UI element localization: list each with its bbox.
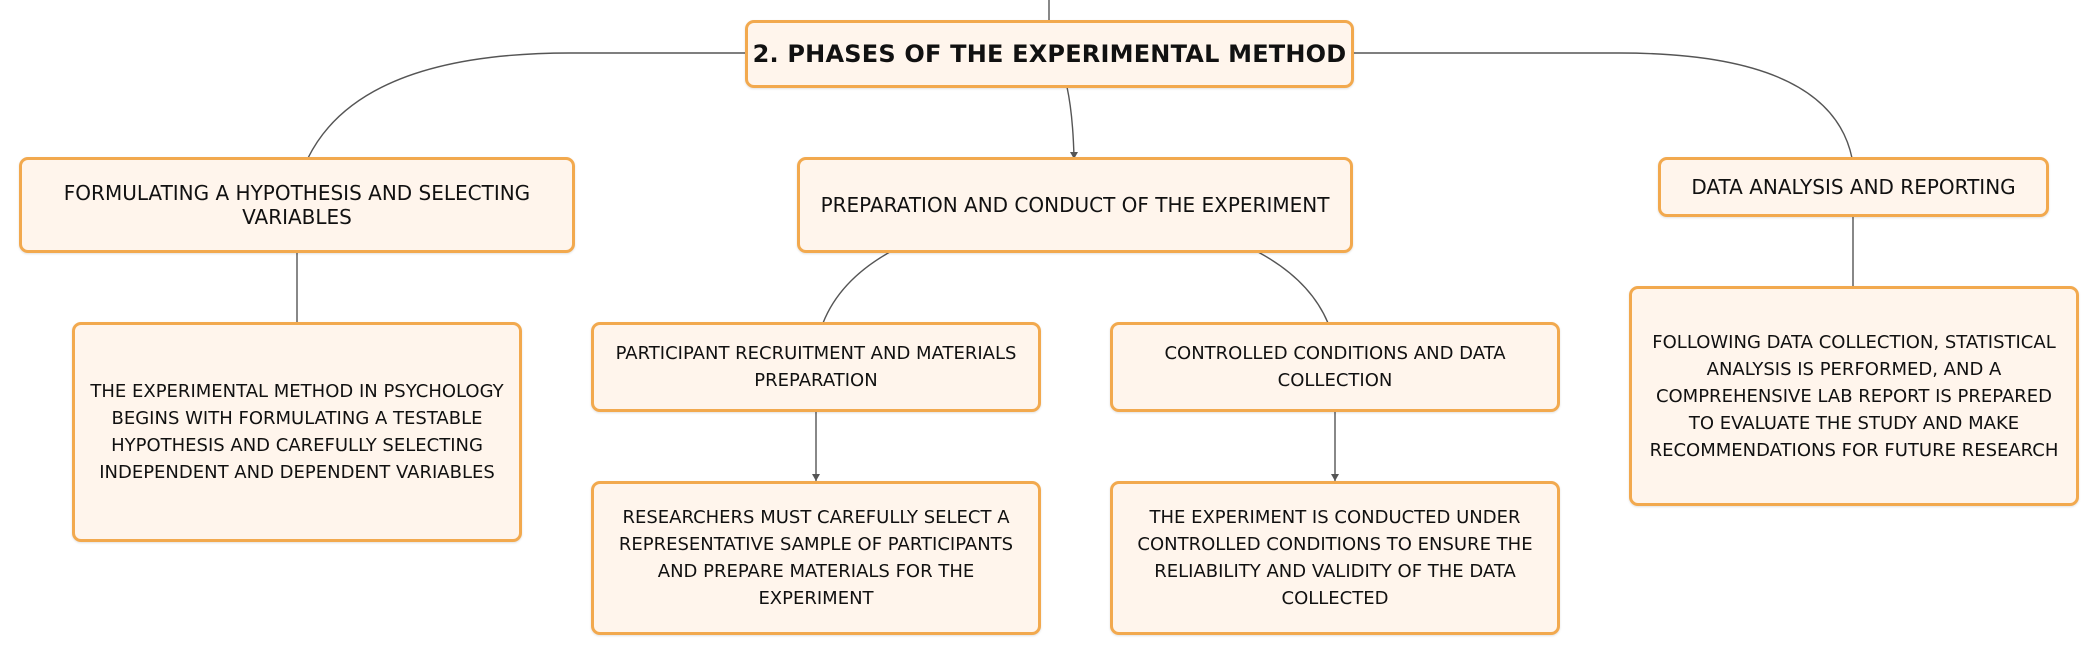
connector-root-phase2: [1066, 86, 1075, 159]
connector-root-phase3: [1353, 52, 1853, 159]
arrowhead-sub1-desc: [812, 474, 820, 481]
arrowhead-phase2: [1070, 152, 1078, 159]
phase-label: DATA ANALYSIS AND REPORTING: [1691, 175, 2016, 199]
subtopic-node-recruitment[interactable]: PARTICIPANT RECRUITMENT AND MATERIALS PR…: [591, 322, 1041, 412]
root-topic-label: 2. PHASES OF THE EXPERIMENTAL METHOD: [752, 40, 1347, 68]
arrowhead-sub2-desc: [1331, 474, 1339, 481]
description-text: RESEARCHERS MUST CAREFULLY SELECT A REPR…: [618, 507, 1014, 609]
subtopic-label: CONTROLLED CONDITIONS AND DATA COLLECTIO…: [1164, 343, 1506, 391]
phase-node-hypothesis[interactable]: FORMULATING A HYPOTHESIS AND SELECTING V…: [19, 157, 575, 253]
description-text: THE EXPERIMENT IS CONDUCTED UNDER CONTRO…: [1137, 507, 1533, 609]
connector-phase2-sub2: [1257, 251, 1329, 324]
root-topic-node[interactable]: 2. PHASES OF THE EXPERIMENTAL METHOD: [745, 20, 1354, 88]
subtopic-label: PARTICIPANT RECRUITMENT AND MATERIALS PR…: [615, 343, 1017, 391]
connector-root-phase1: [307, 52, 745, 159]
phase-node-preparation[interactable]: PREPARATION AND CONDUCT OF THE EXPERIMEN…: [797, 157, 1353, 253]
description-node-controlled-conditions[interactable]: THE EXPERIMENT IS CONDUCTED UNDER CONTRO…: [1110, 481, 1560, 635]
connector-phase2-sub1: [822, 251, 891, 324]
description-node-analysis[interactable]: FOLLOWING DATA COLLECTION, STATISTICAL A…: [1629, 286, 2079, 506]
description-node-recruitment[interactable]: RESEARCHERS MUST CAREFULLY SELECT A REPR…: [591, 481, 1041, 635]
description-text: FOLLOWING DATA COLLECTION, STATISTICAL A…: [1649, 331, 2059, 461]
phase-label: FORMULATING A HYPOTHESIS AND SELECTING V…: [63, 181, 531, 229]
description-text: THE EXPERIMENTAL METHOD IN PSYCHOLOGY BE…: [90, 381, 504, 483]
phase-node-analysis[interactable]: DATA ANALYSIS AND REPORTING: [1658, 157, 2049, 217]
subtopic-node-controlled-conditions[interactable]: CONTROLLED CONDITIONS AND DATA COLLECTIO…: [1110, 322, 1560, 412]
phase-label: PREPARATION AND CONDUCT OF THE EXPERIMEN…: [820, 193, 1330, 217]
description-node-hypothesis[interactable]: THE EXPERIMENTAL METHOD IN PSYCHOLOGY BE…: [72, 322, 522, 542]
